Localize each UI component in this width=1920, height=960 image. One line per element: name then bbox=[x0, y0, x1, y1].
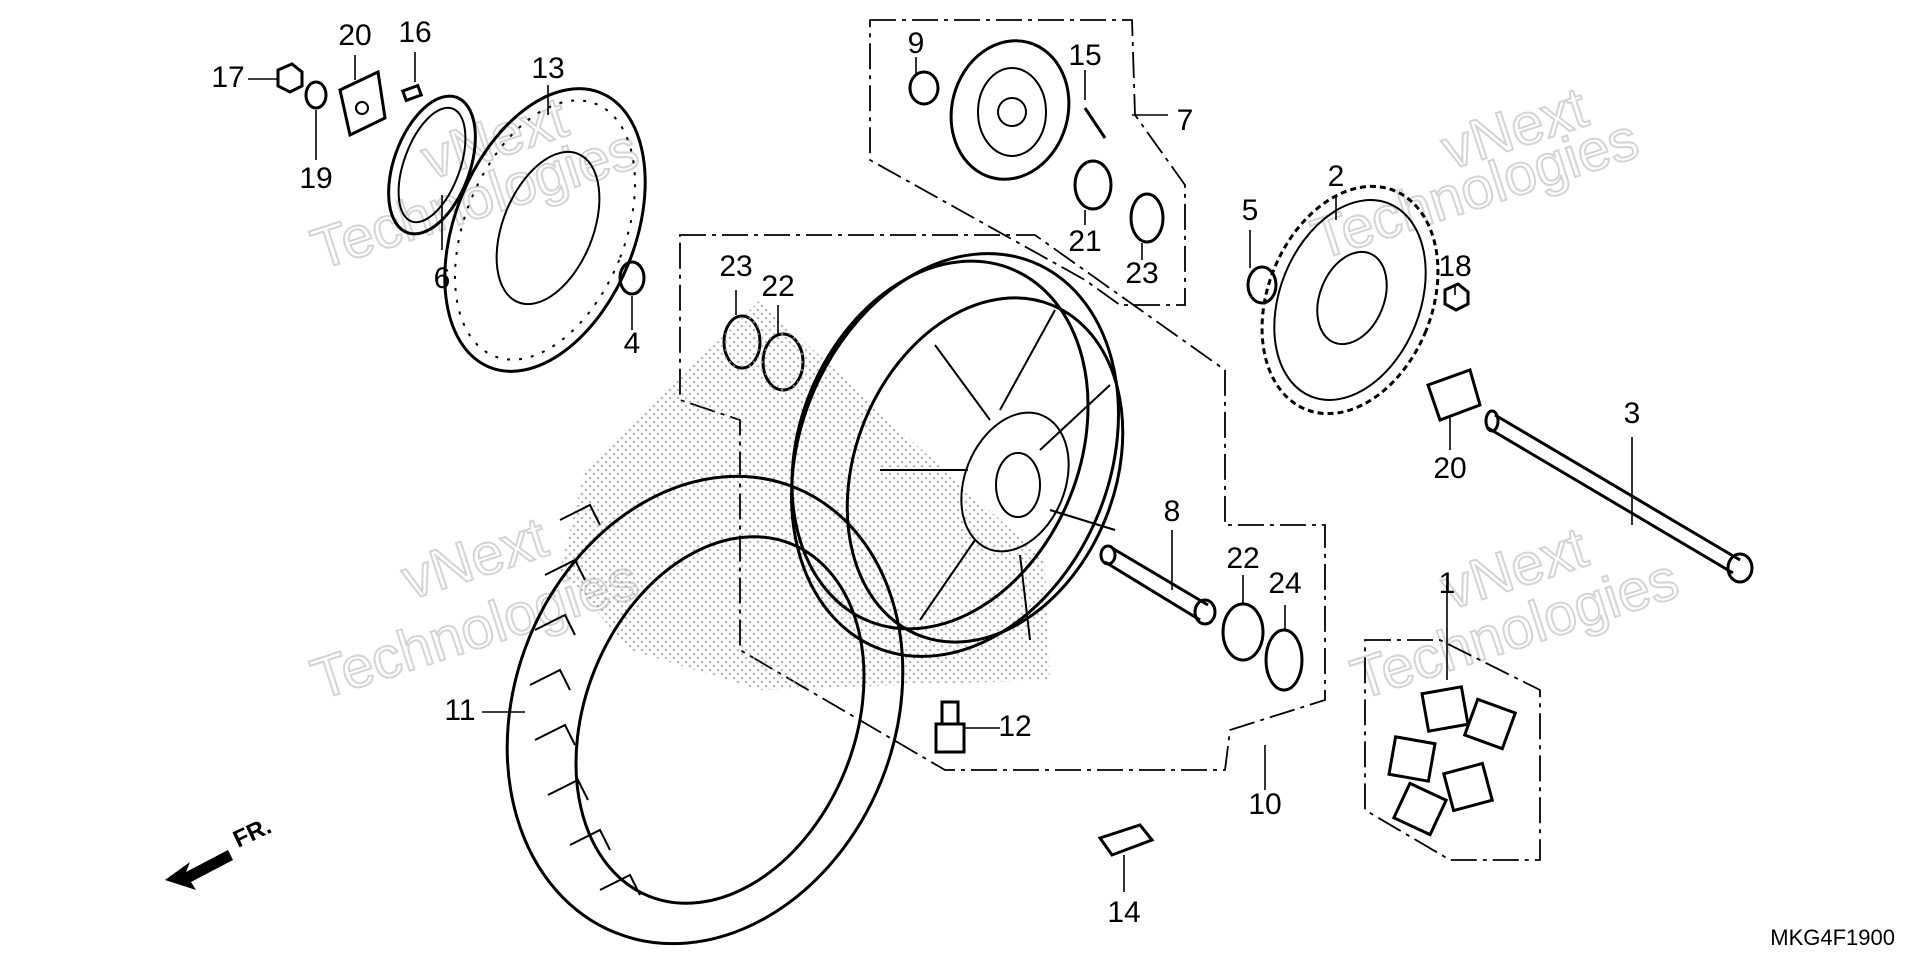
callout-12: 12 bbox=[998, 710, 1031, 743]
callout-1: 1 bbox=[1439, 567, 1456, 600]
callout-20-left: 20 bbox=[338, 19, 371, 52]
balance-weight bbox=[1097, 823, 1155, 857]
callout-3: 3 bbox=[1624, 397, 1641, 430]
callout-22-left: 22 bbox=[761, 270, 794, 303]
seal-23-upper bbox=[1129, 192, 1165, 244]
callout-8: 8 bbox=[1164, 495, 1181, 528]
bearing-22-right bbox=[1221, 602, 1265, 662]
shadow-shading bbox=[560, 300, 1050, 690]
callout-23-left: 23 bbox=[719, 250, 752, 283]
rim bbox=[790, 252, 1125, 658]
callout-23-right: 23 bbox=[1125, 257, 1158, 290]
disc-bracket bbox=[387, 94, 477, 236]
nut-17 bbox=[276, 62, 304, 94]
callout-15: 15 bbox=[1068, 39, 1101, 72]
washer-19 bbox=[304, 80, 328, 110]
driven-flange bbox=[949, 39, 1071, 181]
tire bbox=[505, 474, 905, 946]
bolt-16 bbox=[400, 83, 424, 103]
callout-11: 11 bbox=[444, 694, 475, 727]
callout-4: 4 bbox=[624, 327, 641, 360]
axle bbox=[1484, 409, 1754, 584]
damper-rubbers bbox=[1387, 685, 1518, 837]
collar-4 bbox=[618, 260, 646, 296]
diagram-code: MKG4F1900 bbox=[1770, 925, 1895, 950]
callout-19: 19 bbox=[299, 162, 332, 195]
callout-24: 24 bbox=[1268, 567, 1301, 600]
callout-20-right: 20 bbox=[1433, 452, 1466, 485]
leader-lines bbox=[248, 52, 1633, 892]
sprocket bbox=[1260, 184, 1440, 416]
callout-16: 16 bbox=[398, 16, 431, 49]
callout-9: 9 bbox=[908, 27, 925, 60]
callout-6: 6 bbox=[434, 262, 451, 295]
front-direction-arrow: FR. bbox=[165, 813, 276, 890]
valve bbox=[934, 700, 966, 754]
adjuster-hole bbox=[355, 101, 369, 115]
callouts: 1 2 3 4 5 6 7 8 9 10 11 12 13 14 15 16 1… bbox=[211, 16, 1640, 929]
collar-5 bbox=[1246, 265, 1278, 305]
callout-13: 13 bbox=[531, 52, 564, 85]
bearing-21 bbox=[1073, 159, 1113, 211]
spacer bbox=[1099, 544, 1217, 626]
callout-10: 10 bbox=[1248, 788, 1281, 821]
callout-22-right: 22 bbox=[1226, 542, 1259, 575]
damper-group-outline bbox=[1364, 639, 1541, 861]
nut-18 bbox=[1443, 282, 1470, 312]
callout-7: 7 bbox=[1177, 104, 1194, 137]
callout-17: 17 bbox=[211, 61, 244, 94]
collar-9 bbox=[908, 70, 940, 106]
callout-5: 5 bbox=[1242, 194, 1259, 227]
hub-group-outline bbox=[869, 19, 1186, 306]
stud-15 bbox=[1083, 107, 1107, 139]
callout-2: 2 bbox=[1328, 160, 1345, 193]
callout-18: 18 bbox=[1438, 250, 1471, 283]
callout-14: 14 bbox=[1107, 896, 1140, 929]
o-ring-24 bbox=[1264, 628, 1304, 692]
adjuster-plate-right bbox=[1426, 368, 1482, 422]
adjuster-plate-left bbox=[338, 69, 387, 138]
front-marker-label: FR. bbox=[229, 813, 275, 854]
callout-21: 21 bbox=[1068, 225, 1101, 258]
